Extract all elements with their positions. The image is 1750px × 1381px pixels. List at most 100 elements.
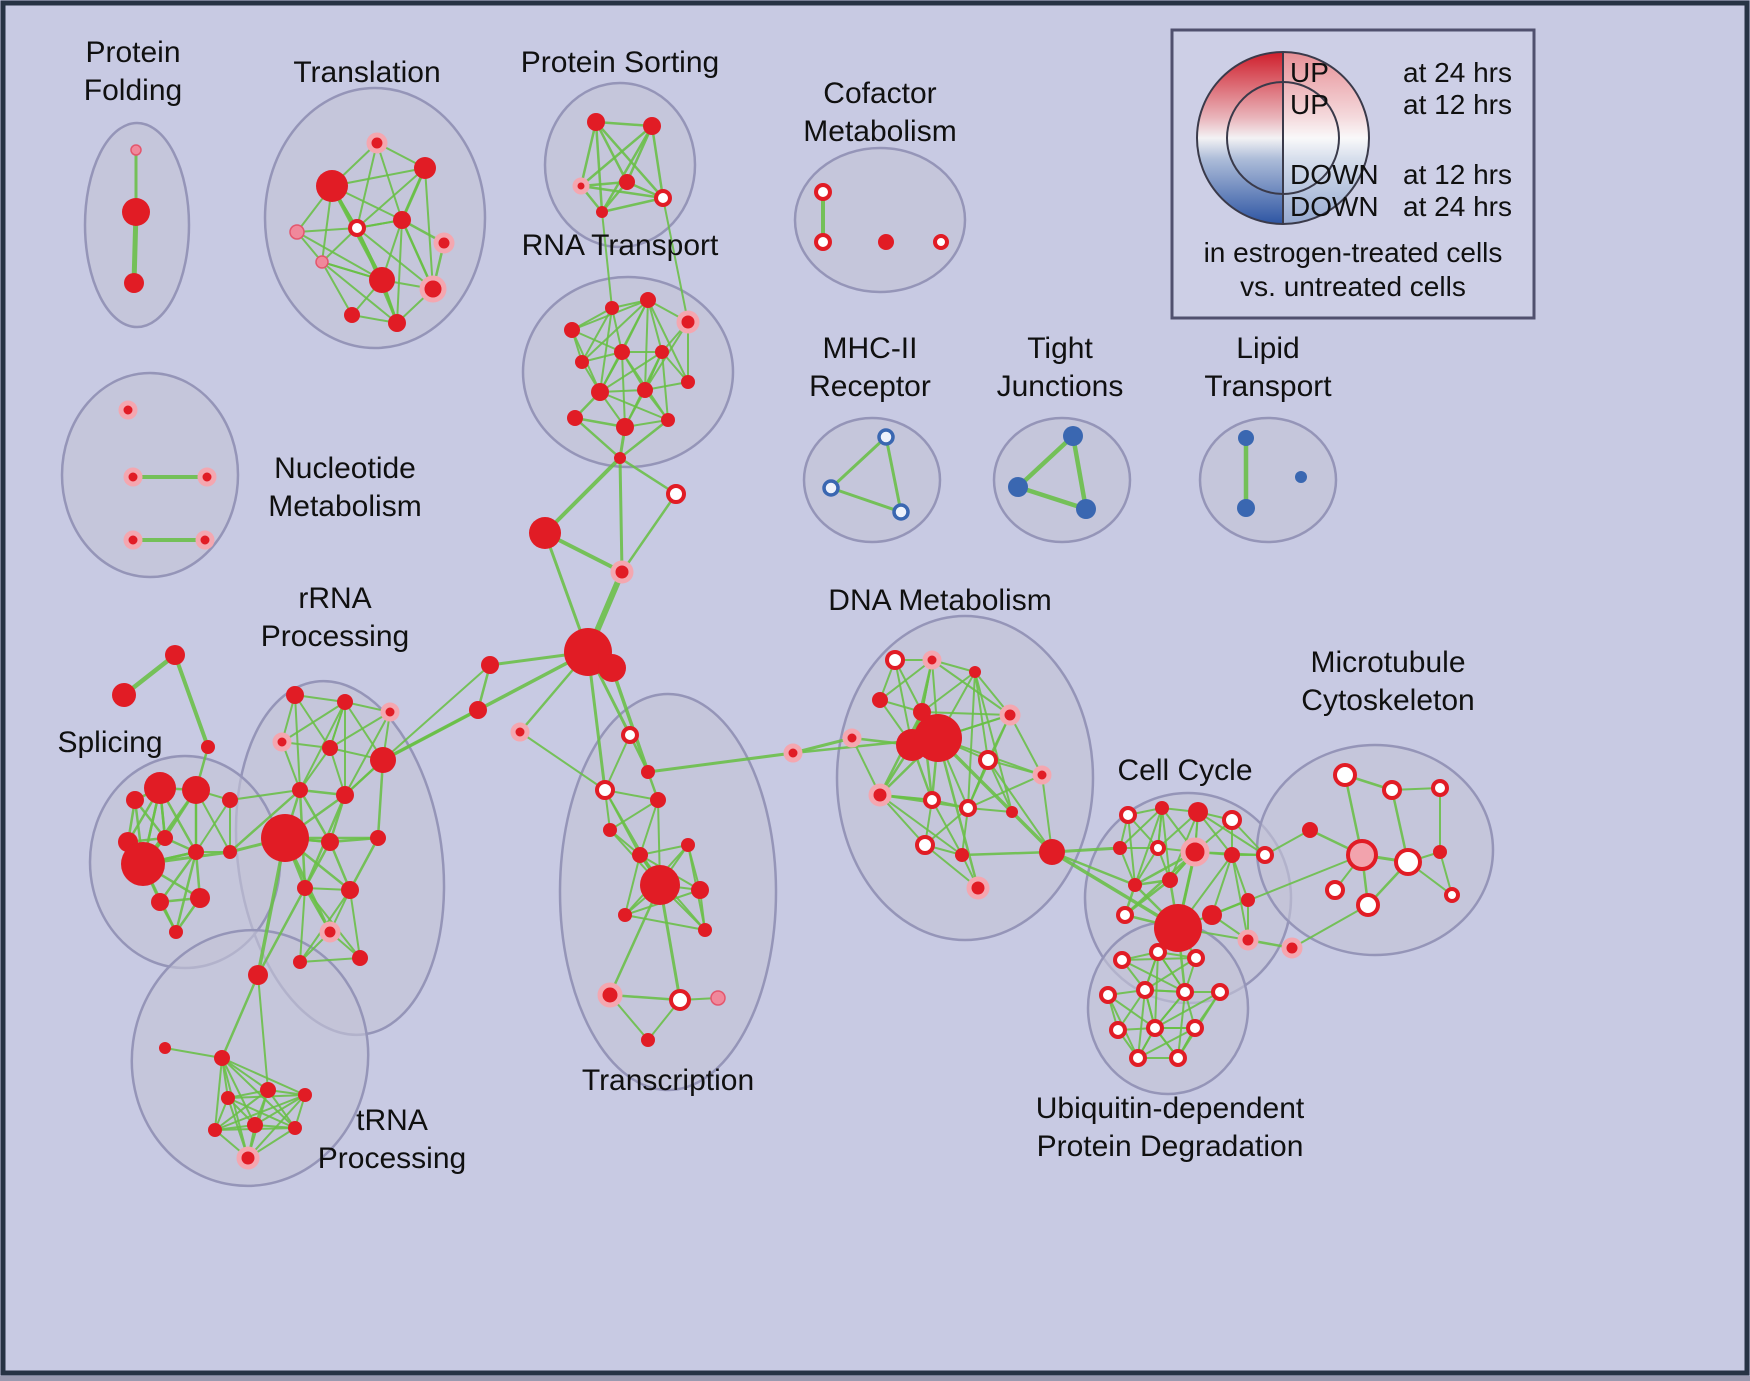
node-C1 bbox=[1119, 806, 1137, 824]
node-C13 bbox=[1202, 905, 1222, 925]
edge-C1-C10 bbox=[1127, 814, 1136, 886]
node-l1 bbox=[1238, 430, 1254, 446]
node-M9 bbox=[1433, 845, 1447, 859]
edge-j1-j2 bbox=[1015, 433, 1076, 490]
node-M10 bbox=[1444, 887, 1460, 903]
legend-up12-word: UP bbox=[1290, 89, 1329, 120]
edge-s1-s3 bbox=[579, 120, 598, 188]
edge-x6-x7 bbox=[639, 844, 689, 856]
node-U12 bbox=[1169, 1049, 1187, 1067]
node-t9 bbox=[369, 267, 395, 293]
legend-down12-word: DOWN bbox=[1290, 159, 1379, 190]
node-D17 bbox=[955, 848, 969, 862]
node-D6 bbox=[999, 704, 1021, 726]
node-M2 bbox=[1382, 780, 1402, 800]
node-D5 bbox=[913, 703, 931, 721]
edge-p4-g7 bbox=[229, 789, 301, 801]
edge-g3-g5 bbox=[329, 711, 391, 749]
node-g8 bbox=[336, 786, 354, 804]
edge-r1-r6 bbox=[571, 329, 623, 353]
node-M4 bbox=[1302, 822, 1318, 838]
edge-r3-r7 bbox=[647, 299, 663, 353]
node-m2 bbox=[822, 479, 840, 497]
edge-r7-r8 bbox=[599, 351, 663, 393]
node-C7 bbox=[1180, 837, 1210, 867]
node-x3 bbox=[595, 780, 615, 800]
edge-s1-s2 bbox=[594, 120, 654, 128]
node-D2 bbox=[922, 650, 942, 670]
node-a3 bbox=[124, 273, 144, 293]
legend-up24-word: UP bbox=[1290, 57, 1329, 88]
node-C15 bbox=[1116, 906, 1134, 924]
edge-g5-g7 bbox=[299, 747, 331, 791]
edge-g11-g13 bbox=[348, 836, 380, 892]
legend-down12-time: at 12 hrs bbox=[1403, 159, 1512, 190]
node-t10 bbox=[419, 275, 447, 303]
node-h2 bbox=[666, 484, 686, 504]
node-U1 bbox=[1113, 951, 1131, 969]
node-M8 bbox=[1356, 893, 1380, 917]
edge-q3-q6 bbox=[221, 1057, 306, 1096]
node-c2 bbox=[814, 233, 832, 251]
node-p8 bbox=[188, 844, 204, 860]
node-t1 bbox=[316, 170, 348, 202]
edge-r13-h1 bbox=[618, 418, 670, 460]
node-q6 bbox=[298, 1088, 312, 1102]
edge-C2-C5 bbox=[1119, 807, 1163, 849]
node-U3 bbox=[1187, 949, 1205, 967]
node-M3 bbox=[1431, 779, 1449, 797]
node-D11 bbox=[1032, 765, 1052, 785]
edge-s6-r2 bbox=[601, 211, 613, 309]
node-C14 bbox=[1241, 893, 1255, 907]
node-U6 bbox=[1176, 983, 1194, 1001]
node-D13 bbox=[923, 791, 941, 809]
edge-s5-s6 bbox=[600, 196, 665, 214]
node-U4 bbox=[1099, 986, 1117, 1004]
edge-g1-g7 bbox=[294, 694, 301, 791]
node-p7 bbox=[121, 842, 165, 886]
node-U2 bbox=[1149, 943, 1167, 961]
node-p2 bbox=[144, 772, 176, 804]
node-p12 bbox=[169, 925, 183, 939]
legend-up24-time: at 24 hrs bbox=[1403, 57, 1512, 88]
cluster-ellipse-dna-metabolism bbox=[835, 614, 1095, 942]
legend-updown-glyph bbox=[1196, 51, 1370, 225]
node-s6 bbox=[596, 206, 608, 218]
node-g16 bbox=[352, 950, 368, 966]
edge-t3-t10 bbox=[424, 167, 434, 290]
edge-m1-m2 bbox=[829, 435, 888, 490]
node-x15 bbox=[641, 1033, 655, 1047]
edge-D3-D5 bbox=[921, 671, 976, 713]
node-C10 bbox=[1128, 878, 1142, 892]
edge-q1-q5 bbox=[257, 974, 269, 1091]
node-t3 bbox=[414, 157, 436, 179]
edge-q2-q3 bbox=[164, 1047, 223, 1059]
node-g4 bbox=[272, 732, 292, 752]
edge-C13-C8 bbox=[1211, 854, 1233, 916]
node-a1 bbox=[130, 144, 142, 156]
node-h1 bbox=[614, 452, 626, 464]
node-p4 bbox=[222, 792, 238, 808]
node-f1 bbox=[165, 645, 185, 665]
node-t4 bbox=[289, 224, 305, 240]
node-q1 bbox=[248, 965, 268, 985]
cluster-label-translation: Translation bbox=[293, 56, 440, 89]
node-D16 bbox=[915, 835, 935, 855]
edge-D13-D17 bbox=[931, 799, 963, 856]
node-c4 bbox=[933, 234, 949, 250]
edge-D14-D3 bbox=[967, 671, 976, 809]
edge-g2-g4 bbox=[281, 701, 346, 743]
node-C5 bbox=[1113, 841, 1127, 855]
edge-s1-s6 bbox=[594, 120, 604, 214]
node-j1 bbox=[1063, 426, 1083, 446]
node-q9 bbox=[288, 1121, 302, 1135]
